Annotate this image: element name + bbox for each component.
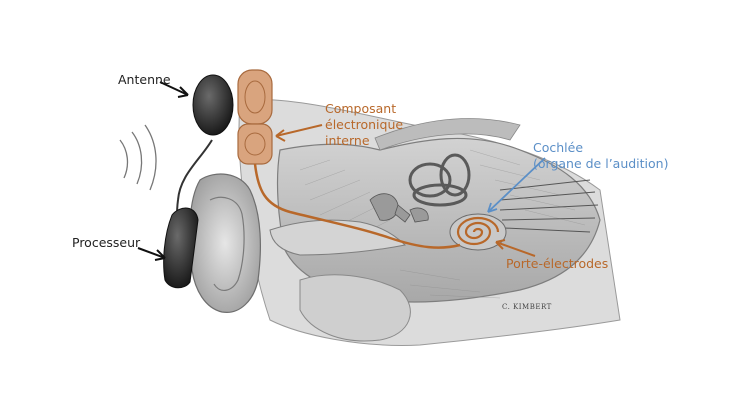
outer-ear-inner (209, 196, 245, 291)
label-composant-line3: interne (325, 133, 370, 148)
semicircular-canals (408, 153, 471, 207)
arrow-processeur (137, 247, 166, 259)
label-cochlee-line2: (organe de l’audition) (533, 156, 669, 171)
antenna-device (192, 74, 234, 136)
jaw-structures (299, 274, 411, 342)
electrode-lead (253, 163, 461, 249)
cochlea (449, 213, 507, 251)
label-antenne: Antenne (118, 72, 171, 87)
temporal-bone (276, 137, 601, 303)
skull-strip (374, 118, 521, 151)
label-composant-electronique-interne: Composant électronique interne (325, 101, 403, 149)
outer-ear (189, 173, 261, 313)
arrow-composant (275, 124, 323, 137)
arrow-cochlee (487, 157, 546, 213)
arrow-porte (495, 241, 536, 257)
pointer-arrows (137, 81, 546, 261)
processor-device (163, 207, 199, 289)
bone-hatching (299, 149, 586, 299)
ossicles (369, 193, 429, 223)
arrow-antenne (159, 81, 189, 96)
label-porte-electrodes: Porte-électrodes (506, 256, 609, 271)
sound-waves-icon (119, 124, 157, 191)
auditory-nerve (499, 179, 599, 233)
artist-signature: C. KIMBERT (502, 303, 552, 311)
label-composant-line1: Composant (325, 101, 397, 116)
label-cochlee-line1: Cochlée (533, 140, 584, 155)
label-processeur: Processeur (72, 235, 141, 250)
label-cochlee: Cochlée (organe de l’audition) (533, 140, 668, 172)
internal-implant (237, 69, 273, 165)
label-composant-line2: électronique (325, 117, 404, 132)
